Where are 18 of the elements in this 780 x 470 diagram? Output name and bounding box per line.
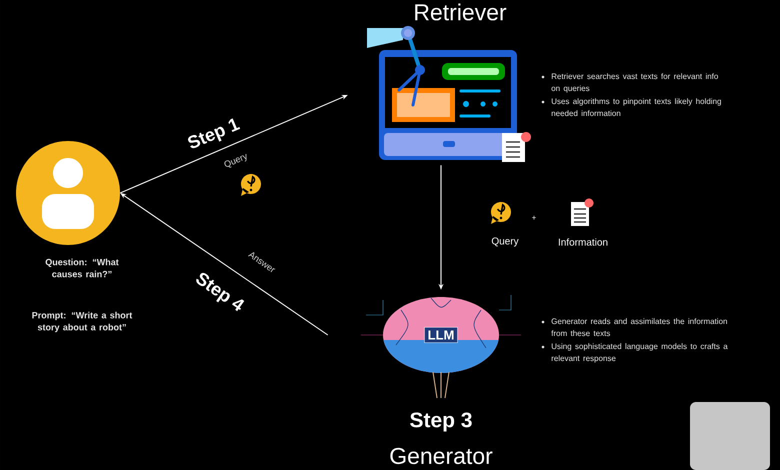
heading: Generator: [390, 448, 492, 464]
icon-caption: Query: [492, 237, 519, 247]
heading: Retriever: [415, 4, 506, 20]
user-avatar-icon: [16, 141, 120, 245]
brain-drawing: LLM: [360, 294, 522, 398]
bullet-text: Uses algorithms to pinpoint texts likely holding needed information: [542, 98, 721, 116]
bullet-text: Retriever searches vast texts for relevant info on queries: [542, 73, 718, 93]
bullet-text: Generator reads and assimilates the information from these texts: [542, 318, 727, 336]
heading: Step 3: [410, 412, 472, 432]
computer-drawing: [367, 26, 531, 162]
step-label: Step 4: [196, 272, 244, 312]
step-label: Step 1: [188, 118, 240, 148]
caption-text: Question: “What causes rain?”: [46, 258, 119, 278]
bullet-text: Using sophisticated language models to crafts a relevant response: [542, 343, 728, 363]
icon-caption: Information: [558, 238, 608, 246]
caption-text: Prompt: “Write a short story about a robot”: [32, 312, 132, 332]
plus-sign: +: [532, 216, 536, 220]
edge-label: Query: [222, 151, 250, 171]
